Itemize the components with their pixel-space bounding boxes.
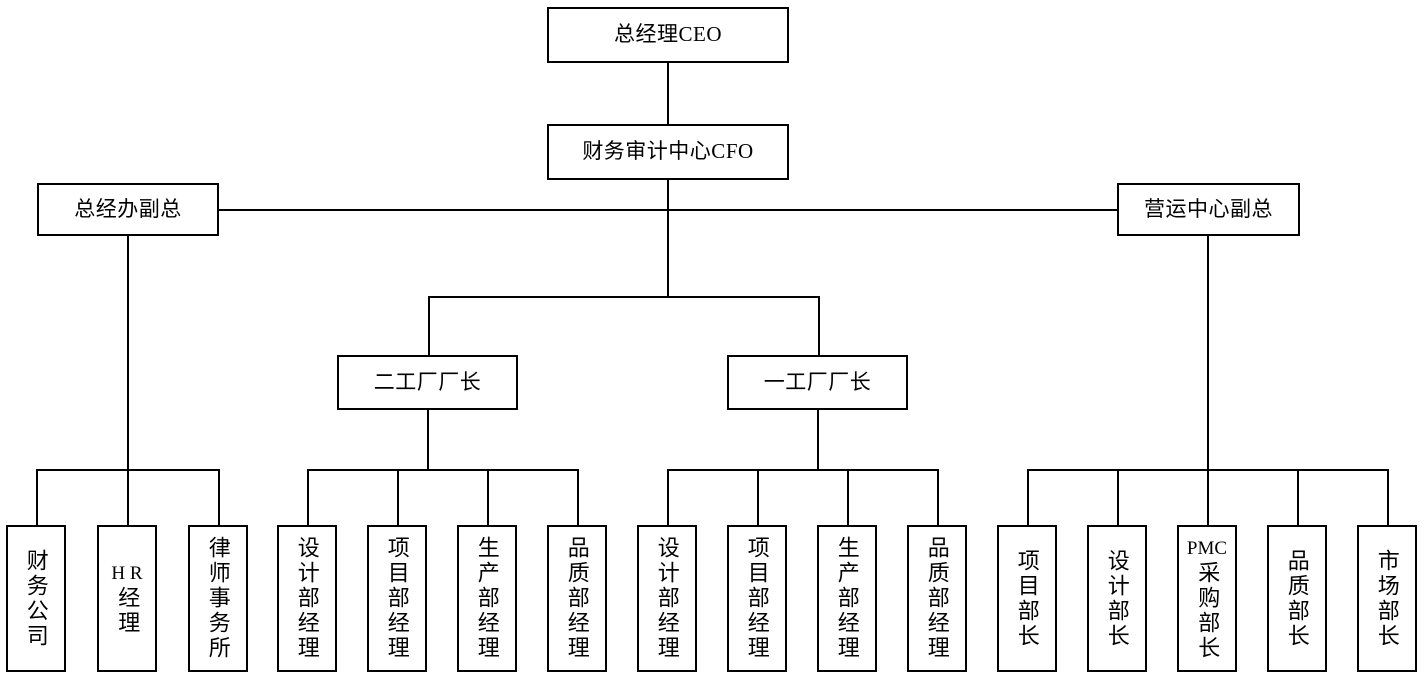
connector-drop-d16	[1387, 469, 1389, 525]
node-f1-quality-manager[interactable]: 品质部经理	[907, 525, 967, 672]
node-vp-gm-office[interactable]: 总经办副总	[37, 183, 219, 236]
node-f2-production-manager[interactable]: 生产部经理	[457, 525, 517, 672]
node-hr-manager-latin: H R	[111, 562, 143, 584]
node-f1-design-manager[interactable]: 设计部经理	[637, 525, 697, 672]
node-f2-quality-manager[interactable]: 品质部经理	[547, 525, 607, 672]
connector-drop-d12	[1027, 469, 1029, 525]
connector-drop-d14	[1207, 469, 1209, 525]
connector-drop-d11	[937, 469, 939, 525]
node-pmc-latin: PMC	[1186, 537, 1228, 559]
connector-vp-bar	[219, 209, 1117, 211]
connector-vp-ops-drop	[1207, 236, 1209, 471]
node-f2-design-manager[interactable]: 设计部经理	[277, 525, 337, 672]
connector-drop-d6	[487, 469, 489, 525]
node-cfo[interactable]: 财务审计中心CFO	[547, 124, 789, 180]
connector-drop-d3	[218, 469, 220, 525]
node-ceo[interactable]: 总经理CEO	[547, 7, 789, 63]
connector-drop-d2	[127, 469, 129, 525]
connector-drop-d9	[757, 469, 759, 525]
node-ops-pmc-purchasing-director[interactable]: PMC 采购部长	[1177, 525, 1237, 672]
node-f1-production-manager[interactable]: 生产部经理	[817, 525, 877, 672]
connector-factory-bus	[428, 296, 820, 298]
node-ops-design-director[interactable]: 设计部长	[1087, 525, 1147, 672]
connector-drop-d8	[667, 469, 669, 525]
connector-drop-d15	[1297, 469, 1299, 525]
node-f2-project-manager[interactable]: 项目部经理	[367, 525, 427, 672]
connector-factory2-bus	[307, 469, 579, 471]
node-pmc-cjk: 采购部长	[1195, 561, 1221, 662]
node-ops-project-director[interactable]: 项目部长	[997, 525, 1057, 672]
node-hr-manager[interactable]: H R 经理	[97, 525, 157, 672]
node-factory2-director[interactable]: 二工厂厂长	[337, 355, 518, 410]
connector-drop-d13	[1117, 469, 1119, 525]
connector-factory2-drop	[427, 410, 429, 471]
connector-bus-to-factory1	[818, 296, 820, 355]
connector-factory1-bus	[667, 469, 939, 471]
connector-cfo-trunk	[667, 180, 669, 297]
node-f1-project-manager[interactable]: 项目部经理	[727, 525, 787, 672]
node-vp-operations[interactable]: 营运中心副总	[1117, 183, 1300, 236]
connector-drop-d1	[36, 469, 38, 525]
connector-ceo-to-cfo	[667, 62, 669, 124]
node-finance-company[interactable]: 财务公司	[6, 525, 66, 672]
node-law-firm[interactable]: 律师事务所	[188, 525, 248, 672]
node-factory1-director[interactable]: 一工厂厂长	[727, 355, 908, 410]
connector-bus-to-factory2	[428, 296, 430, 355]
node-ops-quality-director[interactable]: 品质部长	[1267, 525, 1327, 672]
connector-drop-d5	[397, 469, 399, 525]
connector-vp-gm-drop	[127, 236, 129, 471]
connector-factory1-drop	[817, 410, 819, 471]
connector-drop-d10	[847, 469, 849, 525]
node-hr-manager-cjk: 经理	[115, 586, 141, 637]
connector-drop-d7	[577, 469, 579, 525]
connector-drop-d4	[307, 469, 309, 525]
node-ops-market-director[interactable]: 市场部长	[1357, 525, 1417, 672]
